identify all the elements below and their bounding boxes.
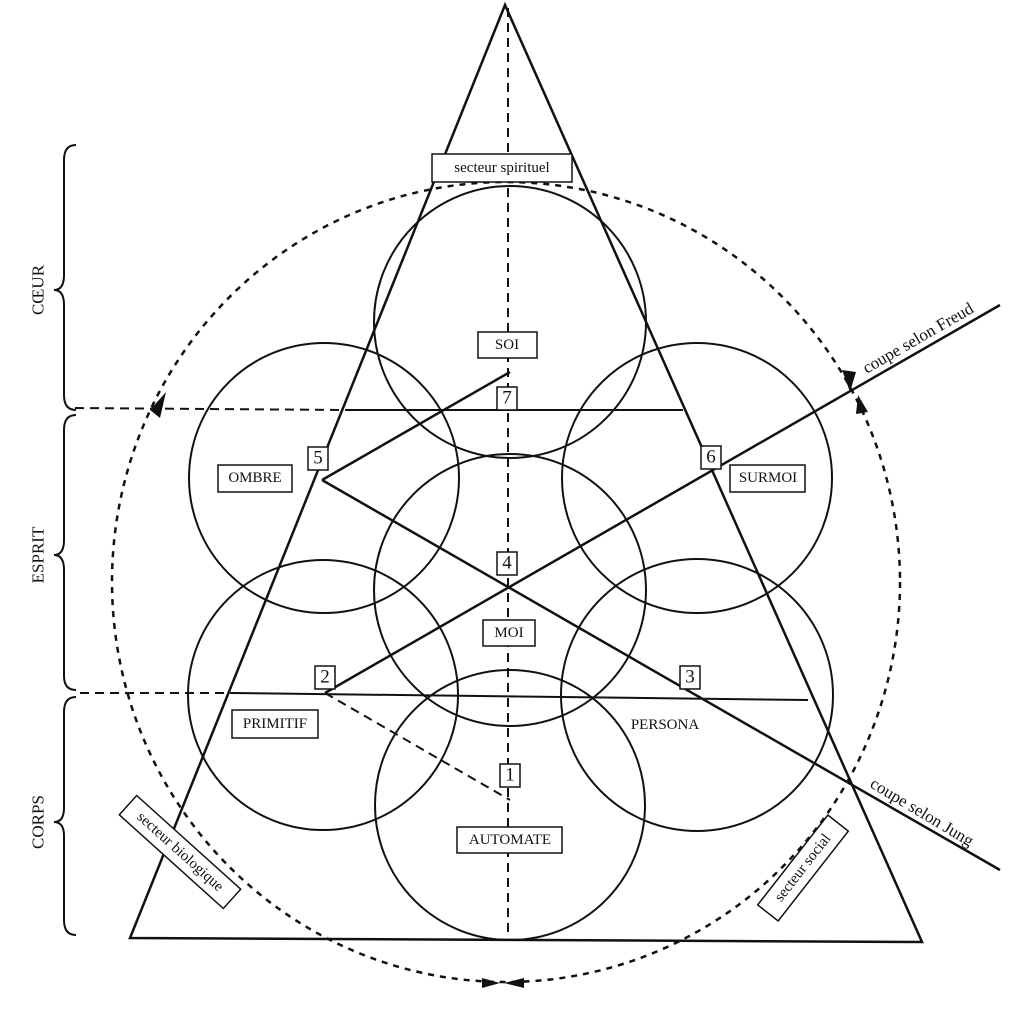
circle-automate bbox=[374, 669, 646, 941]
arrow-freud-bottom-icon bbox=[856, 395, 868, 414]
marker-4: 4 bbox=[502, 553, 512, 574]
outer-dashed-circle bbox=[110, 180, 902, 984]
line-5-7 bbox=[321, 370, 511, 482]
label-primitif: PRIMITIF bbox=[243, 716, 307, 732]
level-dash-upper bbox=[74, 407, 346, 411]
label-moi: MOI bbox=[494, 625, 523, 641]
label-persona: PERSONA bbox=[631, 717, 700, 733]
label-soi: SOI bbox=[495, 337, 519, 353]
circle-ombre bbox=[188, 342, 460, 614]
jung-cut-line bbox=[321, 478, 1001, 872]
arrow-freud-top-icon bbox=[842, 370, 856, 392]
circle-moi bbox=[373, 453, 647, 727]
marker-1: 1 bbox=[505, 765, 515, 786]
freud-cut-line bbox=[324, 303, 1001, 695]
arrow-bottom-left-icon bbox=[482, 978, 500, 988]
marker-6: 6 bbox=[706, 447, 716, 468]
side-label-corps: CORPS bbox=[29, 795, 48, 849]
circle-surmoi bbox=[561, 342, 833, 614]
side-braces bbox=[53, 144, 77, 936]
marker-7: 7 bbox=[502, 388, 512, 409]
arrow-bottom-right-icon bbox=[504, 978, 524, 988]
level-line-lower bbox=[231, 692, 809, 701]
marker-2: 2 bbox=[320, 667, 330, 688]
circle-soi bbox=[373, 185, 647, 459]
line-2-1 bbox=[324, 692, 511, 801]
circle-persona bbox=[560, 558, 834, 832]
arrow-left-icon bbox=[150, 392, 166, 418]
label-coupe-freud: coupe selon Freud bbox=[859, 298, 977, 377]
label-automate: AUTOMATE bbox=[469, 832, 551, 848]
label-surmoi: SURMOI bbox=[739, 470, 797, 486]
label-ombre: OMBRE bbox=[228, 470, 281, 486]
side-label-esprit: ESPRIT bbox=[29, 526, 48, 583]
marker-3: 3 bbox=[685, 667, 695, 688]
marker-5: 5 bbox=[313, 448, 323, 469]
label-secteur-biologique: secteur biologique bbox=[134, 809, 227, 895]
label-secteur-spirituel: secteur spirituel bbox=[454, 160, 549, 176]
number-markers: 7 5 6 4 2 3 1 bbox=[307, 386, 722, 788]
side-label-coeur: CŒUR bbox=[29, 264, 48, 315]
label-coupe-jung: coupe selon Jung bbox=[867, 774, 978, 851]
